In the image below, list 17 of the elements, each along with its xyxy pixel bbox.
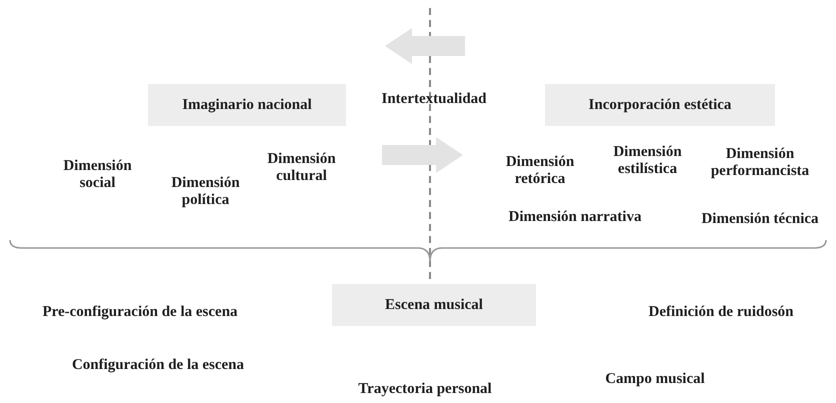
dimension-label: Dimensión cultural bbox=[266, 151, 337, 186]
dimension-label: Dimensión técnica bbox=[700, 211, 820, 228]
dimension-label: Dimensión social bbox=[62, 158, 133, 192]
dimension-label: Dimensión performancista bbox=[710, 146, 810, 180]
dimension-label: Trayectoria personal bbox=[357, 381, 493, 398]
dimension-label: Dimensión retórica bbox=[504, 154, 576, 188]
dimension-label: Definición de ruidosón bbox=[647, 304, 795, 322]
dimension-label: Configuración de la escena bbox=[70, 357, 246, 374]
box-title: Incorporación estética bbox=[588, 96, 732, 114]
dimension-label: Dimensión estilística bbox=[612, 144, 683, 178]
dimension-label: Dimensión política bbox=[170, 175, 241, 210]
dimension-label: Dimensión narrativa bbox=[508, 209, 642, 226]
box-title: Escena musical bbox=[385, 296, 483, 314]
dimension-label: Pre-configuración de la escena bbox=[41, 304, 239, 322]
dimension-label: Campo musical bbox=[604, 371, 706, 388]
box-title: Imaginario nacional bbox=[182, 96, 312, 114]
dimension-label: Intertextualidad bbox=[380, 91, 488, 108]
